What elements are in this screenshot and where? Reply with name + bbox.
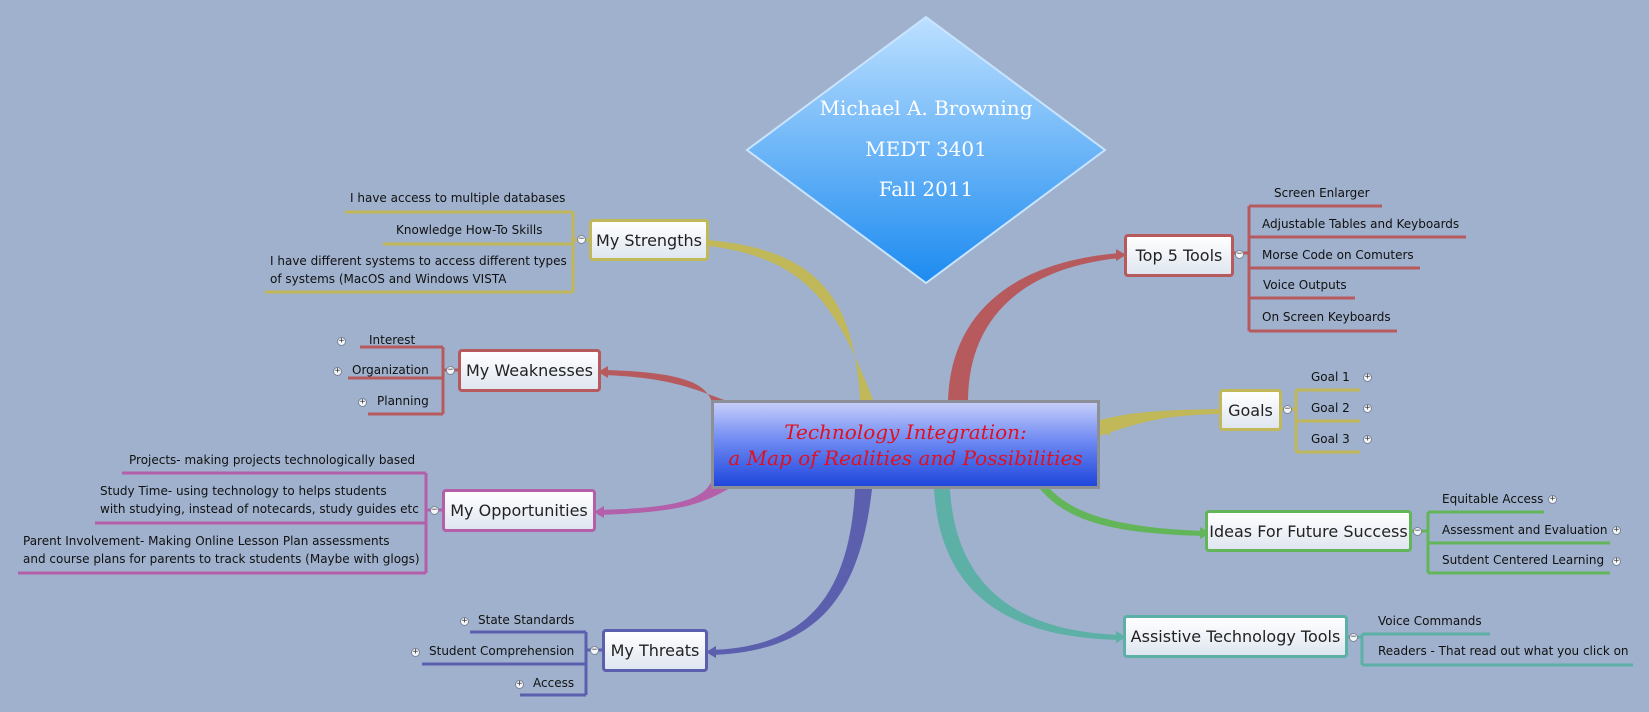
arrowhead-weaknesses	[598, 366, 608, 378]
list-item[interactable]: of systems (MacOS and Windows VISTA	[270, 272, 507, 286]
collapse-top-tools-icon[interactable]: −	[1235, 249, 1244, 259]
ideas-leaf-lines	[1412, 510, 1610, 575]
expand-student-comprehension-icon[interactable]: +	[411, 647, 420, 657]
central-topic[interactable]: Technology Integration: a Map of Realiti…	[711, 400, 1100, 489]
topic-my-threats[interactable]: My Threats	[602, 629, 708, 672]
list-item[interactable]: Study Time- using technology to helps st…	[100, 484, 387, 498]
branch-connector-top-tools	[948, 253, 1120, 402]
collapse-opportunities-icon[interactable]: −	[430, 505, 439, 515]
expand-access-icon[interactable]: +	[515, 679, 524, 689]
arrowhead-opportunities	[594, 506, 604, 518]
collapse-goals-icon[interactable]: −	[1283, 404, 1292, 414]
list-item[interactable]: Goal 2	[1311, 401, 1350, 415]
central-topic-line2: a Map of Realities and Possibilities	[728, 445, 1083, 470]
expand-goal-1-icon[interactable]: +	[1363, 372, 1372, 382]
list-item[interactable]: Equitable Access	[1442, 492, 1544, 506]
expand-organization-icon[interactable]: +	[333, 366, 342, 376]
list-item[interactable]: Morse Code on Comuters	[1262, 248, 1414, 262]
list-item[interactable]: Knowledge How-To Skills	[396, 223, 543, 237]
topic-assistive-technology-tools[interactable]: Assistive Technology Tools	[1123, 615, 1348, 658]
collapse-ideas-icon[interactable]: −	[1413, 526, 1422, 536]
list-item[interactable]: Adjustable Tables and Keyboards	[1262, 217, 1460, 231]
expand-planning-icon[interactable]: +	[358, 397, 367, 407]
weaknesses-leaf-lines	[348, 345, 458, 416]
list-item[interactable]: Organization	[352, 363, 429, 377]
assistive-leaf-lines	[1348, 632, 1633, 667]
list-item[interactable]: I have different systems to access diffe…	[270, 254, 567, 268]
list-item[interactable]: Voice Commands	[1378, 614, 1482, 628]
threats-leaf-lines	[422, 630, 602, 697]
list-item[interactable]: Assessment and Evaluation	[1442, 523, 1608, 537]
collapse-assistive-icon[interactable]: −	[1349, 632, 1358, 642]
topic-my-opportunities-label: My Opportunities	[450, 501, 588, 520]
expand-student-centered-icon[interactable]: +	[1612, 556, 1621, 566]
topic-my-threats-label: My Threats	[610, 641, 700, 660]
list-item[interactable]: Screen Enlarger	[1274, 186, 1370, 200]
list-item[interactable]: with studying, instead of notecards, stu…	[100, 502, 419, 516]
topic-my-weaknesses[interactable]: My Weaknesses	[458, 349, 601, 392]
list-item[interactable]: Goal 3	[1311, 432, 1350, 446]
branch-connector-assistive	[934, 489, 1122, 640]
topic-goals-label: Goals	[1228, 400, 1273, 420]
list-item[interactable]: Voice Outputs	[1263, 278, 1347, 292]
expand-goal-3-icon[interactable]: +	[1363, 434, 1372, 444]
topic-ideas-label: Ideas For Future Success	[1209, 521, 1408, 541]
list-item[interactable]: On Screen Keyboards	[1262, 310, 1391, 324]
collapse-strengths-icon[interactable]: −	[577, 234, 586, 244]
list-item[interactable]: Readers - That read out what you click o…	[1378, 644, 1629, 658]
branch-connector-weaknesses	[604, 370, 730, 402]
branch-connector-ideas	[1040, 489, 1206, 536]
topic-my-strengths-label: My Strengths	[596, 230, 702, 250]
expand-state-standards-icon[interactable]: +	[460, 616, 469, 626]
topic-assistive-label: Assistive Technology Tools	[1130, 627, 1341, 646]
list-item[interactable]: Parent Involvement- Making Online Lesson…	[23, 534, 390, 548]
course-code: MEDT 3401	[865, 137, 987, 161]
arrowhead-top-tools	[1116, 249, 1126, 261]
topic-top-5-tools[interactable]: Top 5 Tools	[1124, 234, 1234, 277]
topic-my-opportunities[interactable]: My Opportunities	[442, 489, 596, 532]
expand-equitable-access-icon[interactable]: +	[1548, 494, 1557, 504]
arrowhead-assistive	[1116, 631, 1126, 643]
list-item[interactable]: Planning	[377, 394, 429, 408]
branch-connector-strengths	[708, 240, 874, 402]
topic-my-strengths[interactable]: My Strengths	[589, 219, 709, 261]
list-item[interactable]: Projects- making projects technologicall…	[129, 453, 416, 467]
arrowhead-threats	[706, 646, 716, 658]
list-item[interactable]: State Standards	[478, 613, 575, 627]
title-diamond	[745, 15, 1107, 285]
expand-goal-2-icon[interactable]: +	[1363, 403, 1372, 413]
author-name: Michael A. Browning	[819, 96, 1033, 120]
term: Fall 2011	[878, 177, 974, 201]
list-item[interactable]: Student Comprehension	[429, 644, 575, 658]
central-topic-line1: Technology Integration:	[784, 419, 1027, 444]
list-item[interactable]: Access	[533, 676, 575, 690]
branch-connector-goals	[1100, 409, 1220, 436]
collapse-weaknesses-icon[interactable]: −	[446, 365, 455, 375]
list-item[interactable]: Goal 1	[1311, 370, 1350, 384]
expand-assessment-icon[interactable]: +	[1612, 525, 1621, 535]
topic-ideas-for-future-success[interactable]: Ideas For Future Success	[1205, 510, 1412, 552]
collapse-threats-icon[interactable]: −	[590, 645, 599, 655]
strengths-leaf-lines	[265, 210, 589, 294]
topic-top-5-tools-label: Top 5 Tools	[1135, 246, 1223, 265]
topic-goals[interactable]: Goals	[1219, 389, 1282, 431]
goals-leaf-lines	[1282, 388, 1360, 454]
topic-my-weaknesses-label: My Weaknesses	[466, 361, 593, 380]
list-item[interactable]: I have access to multiple databases	[350, 191, 566, 205]
list-item[interactable]: Sutdent Centered Learning	[1442, 553, 1605, 567]
list-item[interactable]: Interest	[369, 333, 416, 347]
branch-connector-threats	[710, 489, 872, 655]
list-item[interactable]: and course plans for parents to track st…	[23, 552, 420, 566]
opportunities-leaf-lines	[18, 471, 442, 575]
expand-interest-icon[interactable]: +	[337, 336, 346, 346]
arrowhead-goals	[1100, 420, 1110, 436]
